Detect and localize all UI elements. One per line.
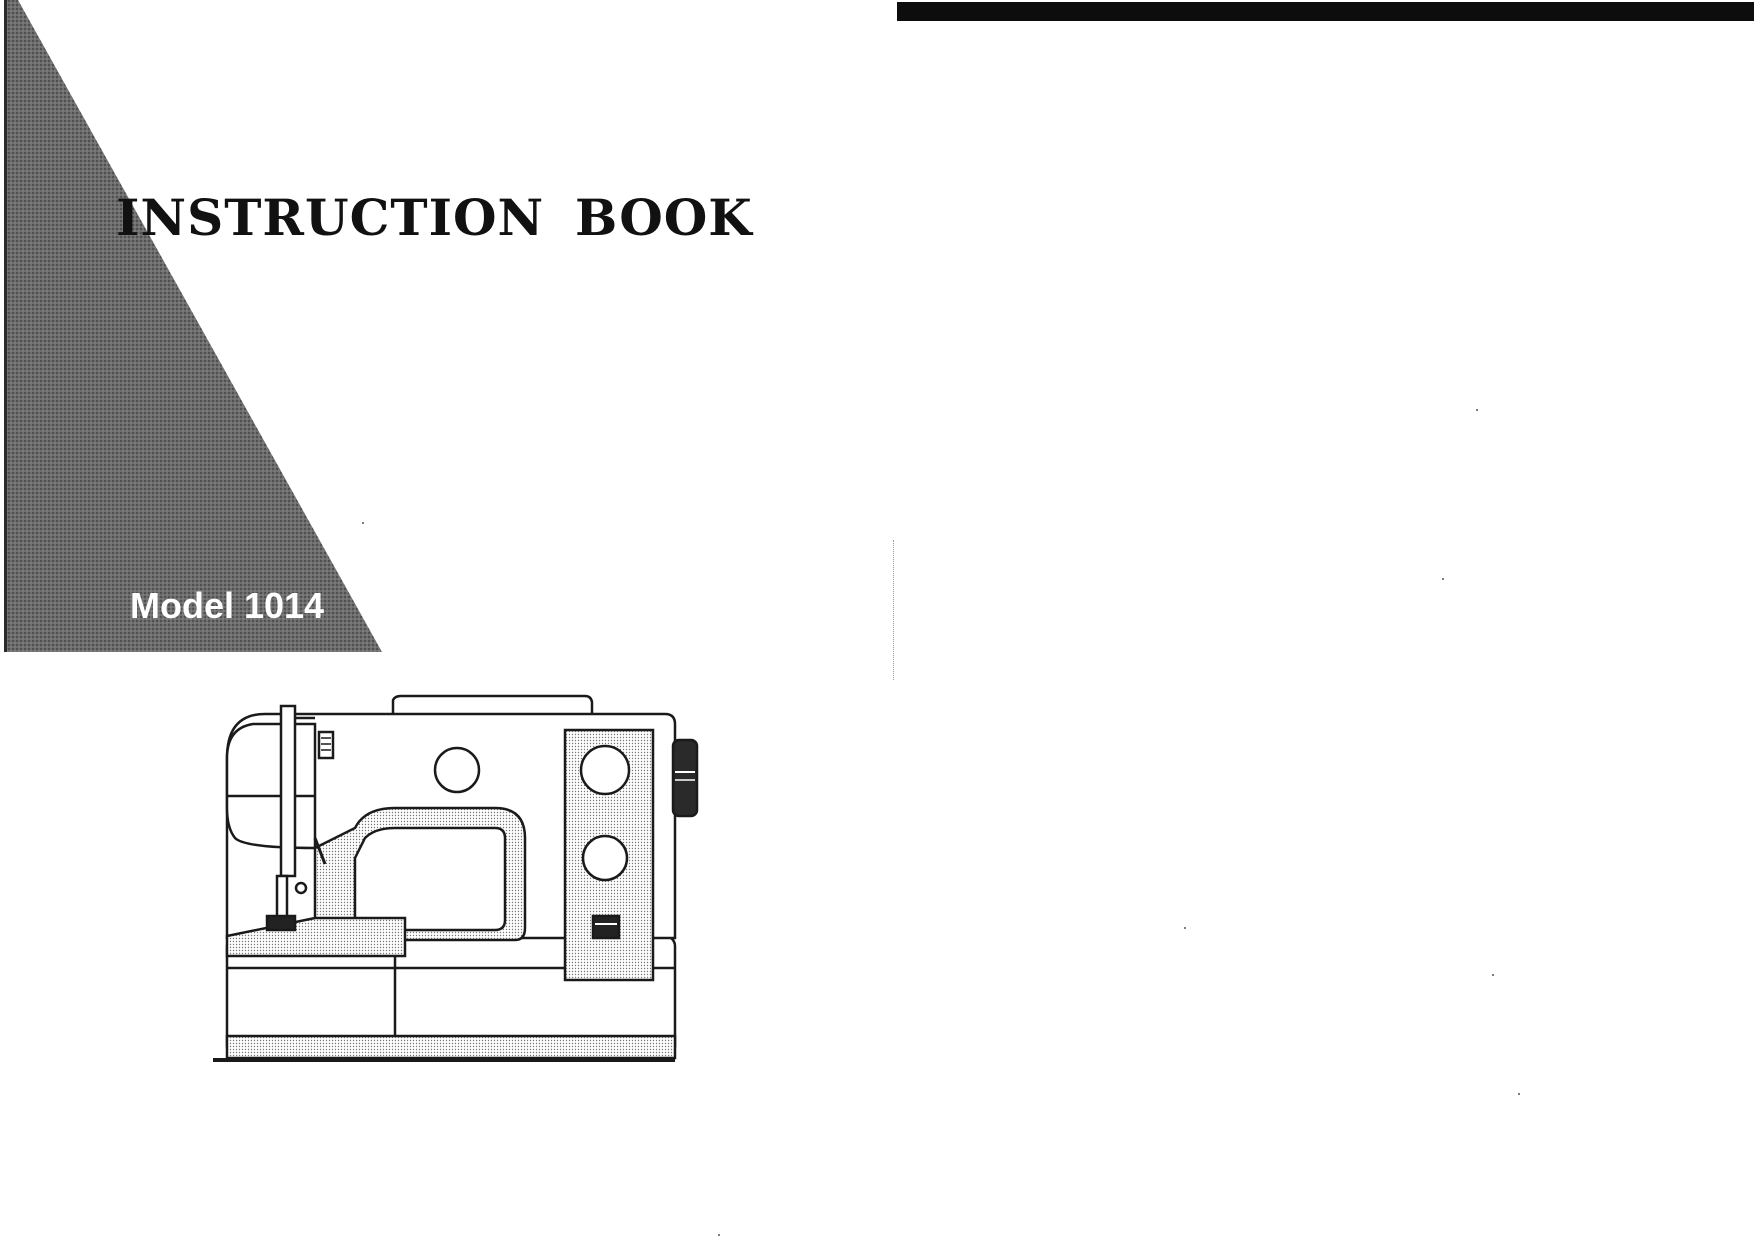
halftone-triangle — [7, 0, 382, 652]
scan-speck — [1442, 578, 1444, 580]
cover-title: INSTRUCTION — [116, 188, 545, 247]
blank-page — [896, 0, 1754, 1240]
top-black-bar — [897, 2, 1754, 21]
model-label: Model 1014 — [130, 585, 325, 626]
cover-page: INSTRUCTION BOOK Model 1014 — [4, 0, 753, 1062]
scan-speck — [1518, 1093, 1520, 1095]
scan-speck — [1184, 927, 1186, 929]
sewing-machine-illustration — [213, 694, 699, 1062]
cover-title-book: BOOK — [575, 188, 753, 247]
page-gutter — [893, 540, 895, 680]
left-edge-rule — [4, 0, 7, 652]
scan-speck — [362, 522, 364, 524]
scan-speck — [1492, 974, 1494, 976]
scan-speck — [1476, 409, 1478, 411]
scan-speck — [718, 1234, 720, 1236]
